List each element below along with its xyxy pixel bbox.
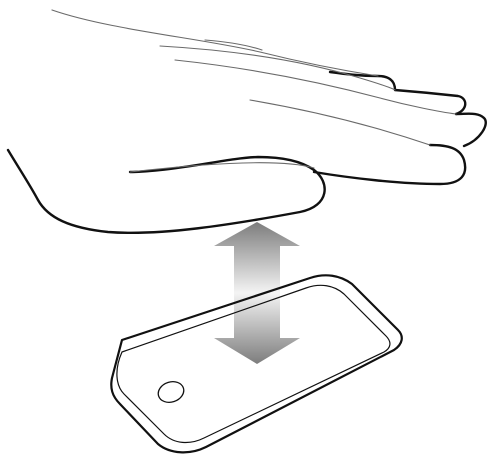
home-button	[156, 378, 187, 405]
vertical-double-arrow-icon	[214, 222, 300, 364]
hand-icon	[8, 72, 486, 233]
